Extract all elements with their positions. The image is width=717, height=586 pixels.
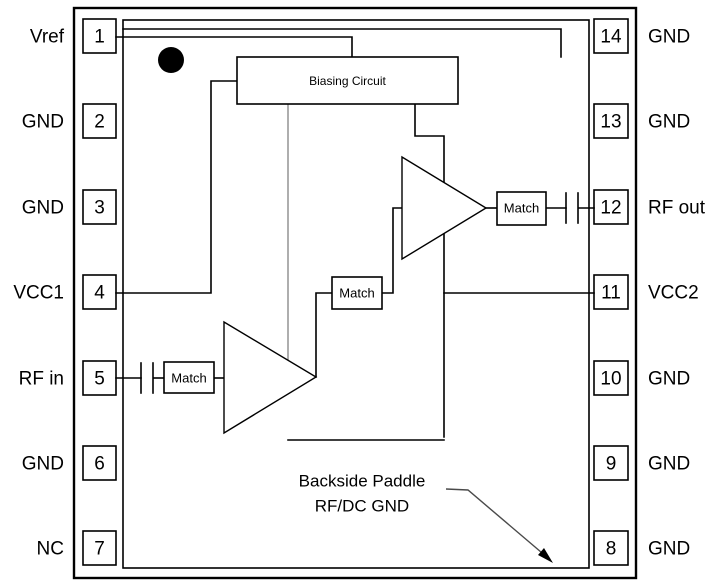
dc-block-cap-input-icon: [140, 362, 154, 394]
match-input-block[interactable]: Match: [163, 361, 215, 394]
pin-1-dot-icon: [158, 47, 184, 73]
pin-5[interactable]: 5: [82, 360, 117, 396]
wire-vref-to-bias: [115, 36, 353, 58]
pin-8[interactable]: 8: [593, 530, 629, 566]
pin-11-label: VCC2: [648, 283, 699, 304]
backside-paddle-line1: Backside Paddle: [299, 472, 426, 491]
match-interstage-block[interactable]: Match: [331, 276, 383, 310]
pin-4[interactable]: 4: [82, 274, 117, 310]
pin-12-label: RF out: [648, 198, 706, 219]
wire-top-rail: [122, 28, 562, 58]
pin-10[interactable]: 10: [593, 360, 629, 396]
backside-paddle-arrow-line: [445, 488, 549, 559]
pin-group-left: 1 Vref 2 GND 3 GND 4 VCC1 5 RF in: [13, 18, 117, 566]
pin-14-number: 14: [600, 27, 622, 48]
pin-7-label: NC: [37, 539, 64, 560]
pin-10-label: GND: [648, 369, 690, 390]
pin-7[interactable]: 7: [82, 530, 117, 566]
biasing-circuit-label: Biasing Circuit: [309, 74, 386, 88]
pin-6-number: 6: [94, 454, 105, 475]
pin-12-number: 12: [600, 198, 621, 219]
pin-12[interactable]: 12: [593, 189, 629, 225]
pin-7-number: 7: [94, 539, 105, 560]
pin-13-label: GND: [648, 112, 690, 133]
package-outline: [72, 6, 638, 580]
pin-9-number: 9: [606, 454, 617, 475]
pin-3-number: 3: [94, 198, 105, 219]
pin-1-number: 1: [94, 27, 105, 48]
pin-3-label: GND: [22, 198, 64, 219]
wire-stage1-out-to-match: [315, 292, 333, 378]
pin-3[interactable]: 3: [82, 189, 117, 225]
pin-10-number: 10: [600, 369, 621, 390]
pin-5-number: 5: [94, 369, 105, 390]
pin-13-number: 13: [600, 112, 621, 133]
pin-9[interactable]: 9: [593, 445, 629, 481]
match-interstage-label: Match: [339, 286, 374, 301]
die-area-outline: [122, 19, 590, 569]
pin-14-label: GND: [648, 27, 690, 48]
match-input-label: Match: [171, 371, 206, 386]
pin-5-label: RF in: [19, 369, 64, 390]
pin-9-label: GND: [648, 454, 690, 475]
pin-4-label: VCC1: [13, 283, 64, 304]
pin-4-number: 4: [94, 283, 105, 304]
dc-block-cap-output-icon: [565, 192, 579, 224]
wire-vcc1-to-bias: [115, 80, 238, 294]
pin-11[interactable]: 11: [593, 274, 629, 310]
pin-8-number: 8: [606, 539, 617, 560]
amplifier-stage-1-icon: [223, 320, 318, 435]
pin-13[interactable]: 13: [593, 103, 629, 139]
pin-6-label: GND: [22, 454, 64, 475]
pin-2-label: GND: [22, 112, 64, 133]
match-output-label: Match: [504, 201, 539, 216]
pin-1[interactable]: 1: [82, 18, 117, 54]
wire-match-to-stage2-in: [381, 207, 403, 294]
wire-bias-to-stage2: [414, 103, 445, 438]
backside-paddle-line2: RF/DC GND: [315, 497, 409, 516]
biasing-circuit-block[interactable]: Biasing Circuit: [236, 56, 459, 105]
match-output-block[interactable]: Match: [496, 191, 547, 226]
pin-1-label: Vref: [30, 27, 65, 48]
pin-14[interactable]: 14: [593, 18, 629, 54]
pin-2[interactable]: 2: [82, 103, 117, 139]
pin-8-label: GND: [648, 539, 690, 560]
pin-2-number: 2: [94, 112, 105, 133]
pin-group-right: 14 GND 13 GND 12 RF out 11 VCC2 10: [593, 18, 706, 566]
backside-paddle-arrow-head-icon: [538, 548, 553, 563]
pin-11-number: 11: [601, 283, 621, 304]
pin-6[interactable]: 6: [82, 445, 117, 481]
amplifier-stage-2-icon: [401, 155, 488, 261]
